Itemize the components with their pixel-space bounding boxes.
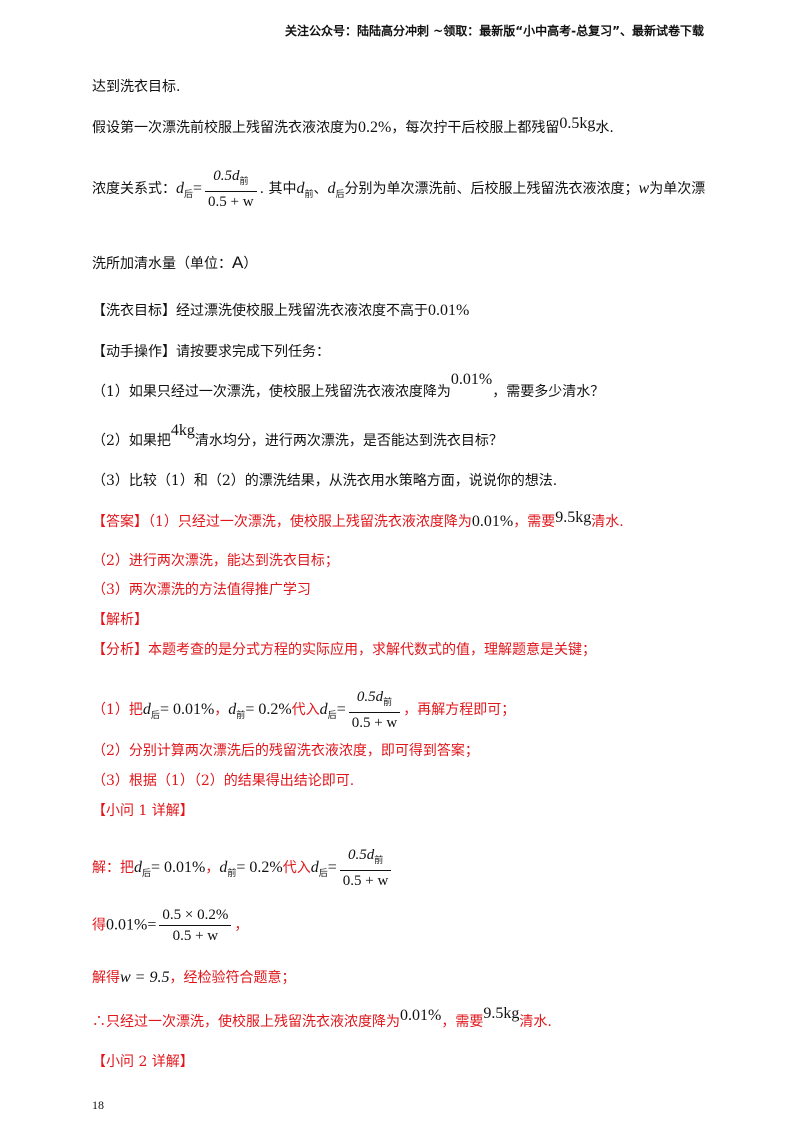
- task-heading: 【动手操作】请按要求完成下列任务：: [92, 344, 330, 360]
- task-1: （1）如果只经过一次漂洗，使校服上残留洗衣液浓度降为0.01%，需要多少清水？: [92, 371, 605, 400]
- solution-conclusion: ∴只经过一次漂洗，使校服上残留洗衣液浓度降为0.01%，需要9.5kg清水.: [92, 1005, 552, 1030]
- solution-step-2: 得0.01%=0.5 × 0.2%0.5 + w，: [92, 906, 249, 945]
- analysis-step-2: （2）分别计算两次漂洗后的残留洗衣液浓度，即可得到答案；: [92, 743, 479, 759]
- task-3: （3）比较（1）和（2）的漂洗结果，从洗衣用水策略方面，说说你的想法.: [92, 473, 558, 489]
- text-line-2: 假设第一次漂洗前校服上残留洗衣液浓度为0.2%，每次拧干后校服上都残留0.5kg…: [92, 115, 614, 136]
- analysis-line: 【分析】本题考查的是分式方程的实际应用，求解代数式的值，理解题意是关键；: [92, 642, 596, 658]
- page-header: 关注公众号：陆陆高分冲刺 ~领取：最新版“小中高考-总复习”、最新试卷下载: [285, 24, 704, 38]
- answer-line-3: （3）两次漂洗的方法值得推广学习: [92, 582, 311, 598]
- answer-line-1: 【答案】（1）只经过一次漂洗，使校服上残留洗衣液浓度降为0.01%，需要9.5k…: [92, 509, 624, 530]
- wash-goal-line: 【洗衣目标】经过漂洗使校服上残留洗衣液浓度不高于0.01%: [92, 302, 470, 319]
- task-2: （2）如果把4kg清水均分，进行两次漂洗，是否能达到洗衣目标？: [92, 422, 503, 449]
- text-line-1: 达到洗衣目标.: [92, 79, 181, 95]
- text-line-4: 洗所加清水量（单位：A）: [92, 253, 258, 272]
- sub-question-1-heading: 【小问 1 详解】: [92, 803, 194, 819]
- solution-step-3: 解得w = 9.5，经检验符合题意；: [92, 969, 296, 986]
- analysis-step-3: （3）根据（1）（2）的结果得出结论即可.: [92, 773, 355, 789]
- page-number: 18: [92, 1098, 104, 1112]
- formula-fraction: 0.5 × 0.2%0.5 + w: [159, 906, 232, 945]
- sub-question-2-heading: 【小问 2 详解】: [92, 1054, 194, 1070]
- analysis-heading: 【解析】: [92, 612, 148, 628]
- answer-line-2: （2）进行两次漂洗，能达到洗衣目标；: [92, 553, 339, 569]
